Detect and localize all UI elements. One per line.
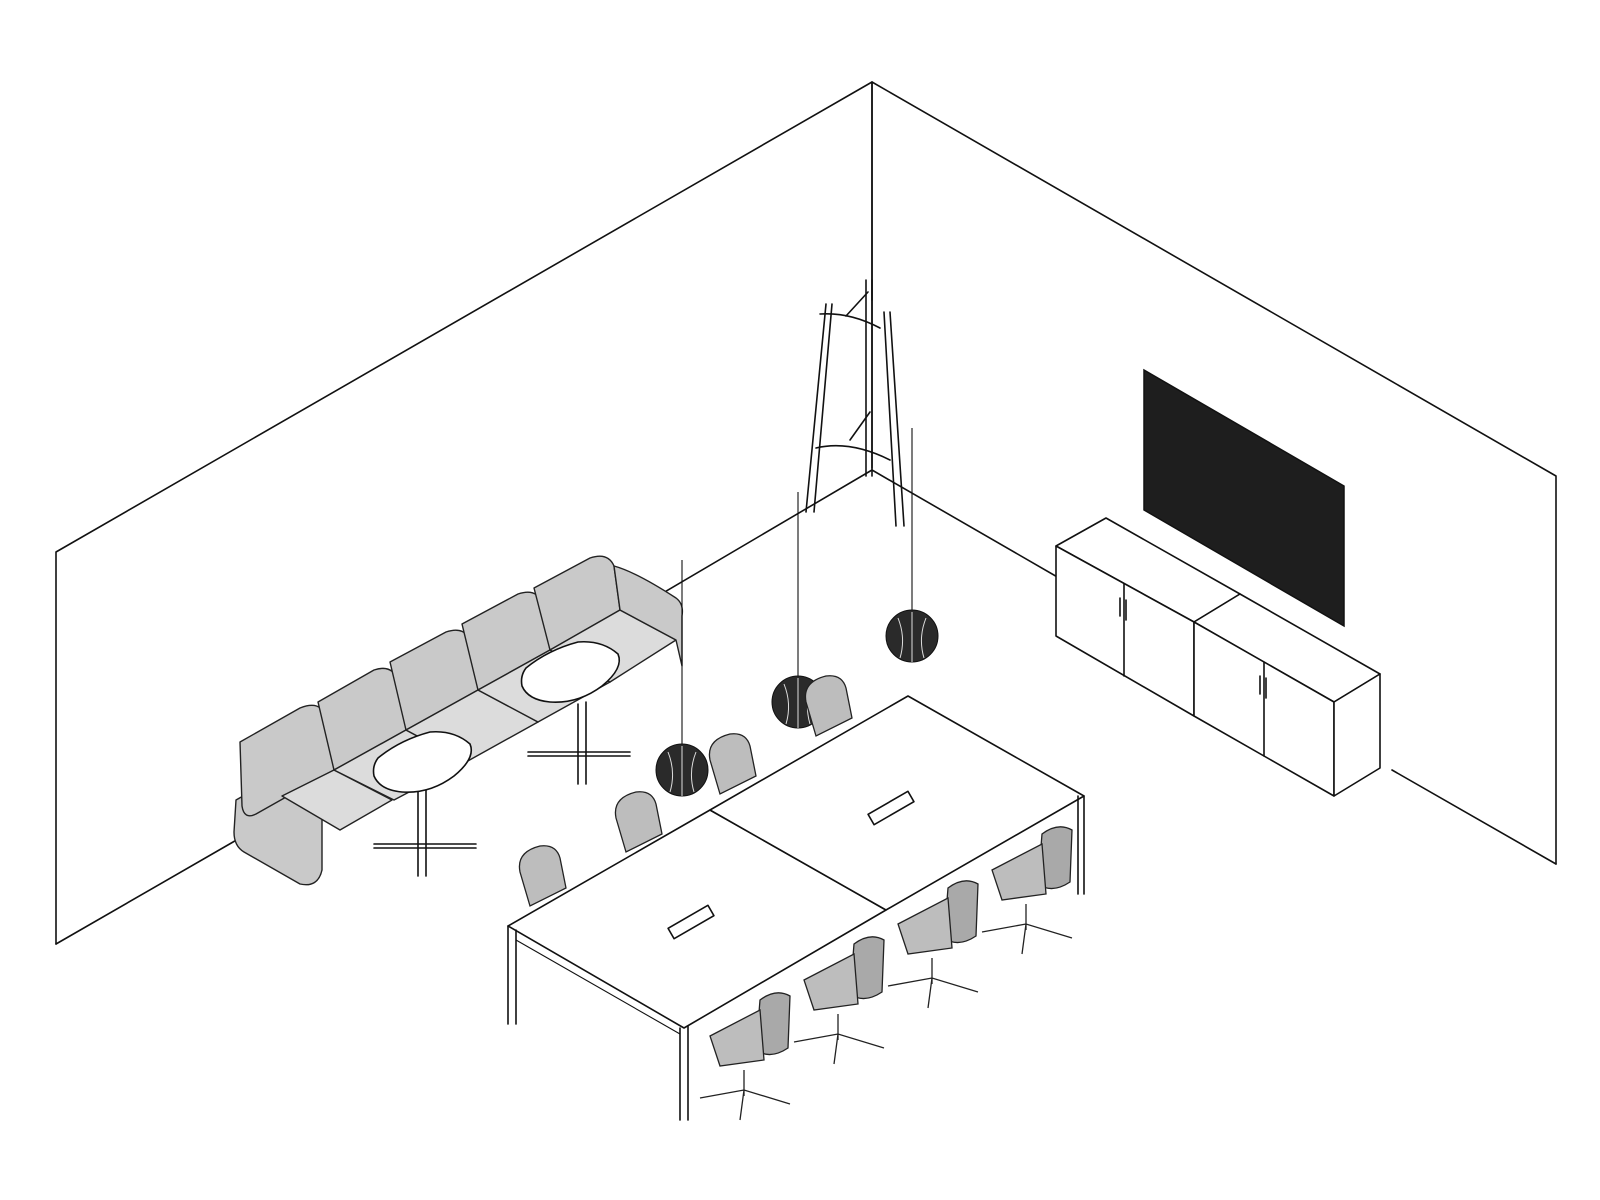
office-chair: [793, 936, 885, 1065]
office-chair: [614, 791, 663, 853]
room-walls: [55, 81, 1557, 945]
credenzas: [1055, 517, 1381, 797]
left-wall-floor-line: [55, 837, 241, 945]
credenza-side: [1333, 673, 1381, 797]
coat-tree: [805, 279, 905, 527]
wall-mounted-display: [1143, 368, 1345, 628]
side-table-1: [372, 730, 477, 877]
office-chair: [981, 826, 1073, 955]
power-grommet-2: [867, 790, 915, 826]
door-handle: [1119, 597, 1127, 621]
office-chair: [887, 880, 979, 1009]
modular-sofa: [233, 555, 684, 886]
door-handle: [1259, 675, 1267, 699]
power-grommet-1: [667, 904, 715, 940]
office-chair: [804, 675, 853, 737]
pendant-light-1: [655, 560, 709, 797]
chairs-front-row: [699, 826, 1073, 1121]
office-chair: [699, 992, 791, 1121]
right-wall-outline: [871, 81, 1557, 865]
side-table-2: [520, 640, 631, 785]
office-chair: [708, 733, 757, 795]
pendant-light-3: [885, 428, 939, 663]
office-chair: [518, 845, 567, 907]
right-wall-floor-line: [871, 469, 1067, 583]
right-wall-floor-line-2: [1391, 769, 1557, 865]
conference-table: [507, 695, 1085, 1121]
chairs-back-row: [518, 675, 853, 907]
